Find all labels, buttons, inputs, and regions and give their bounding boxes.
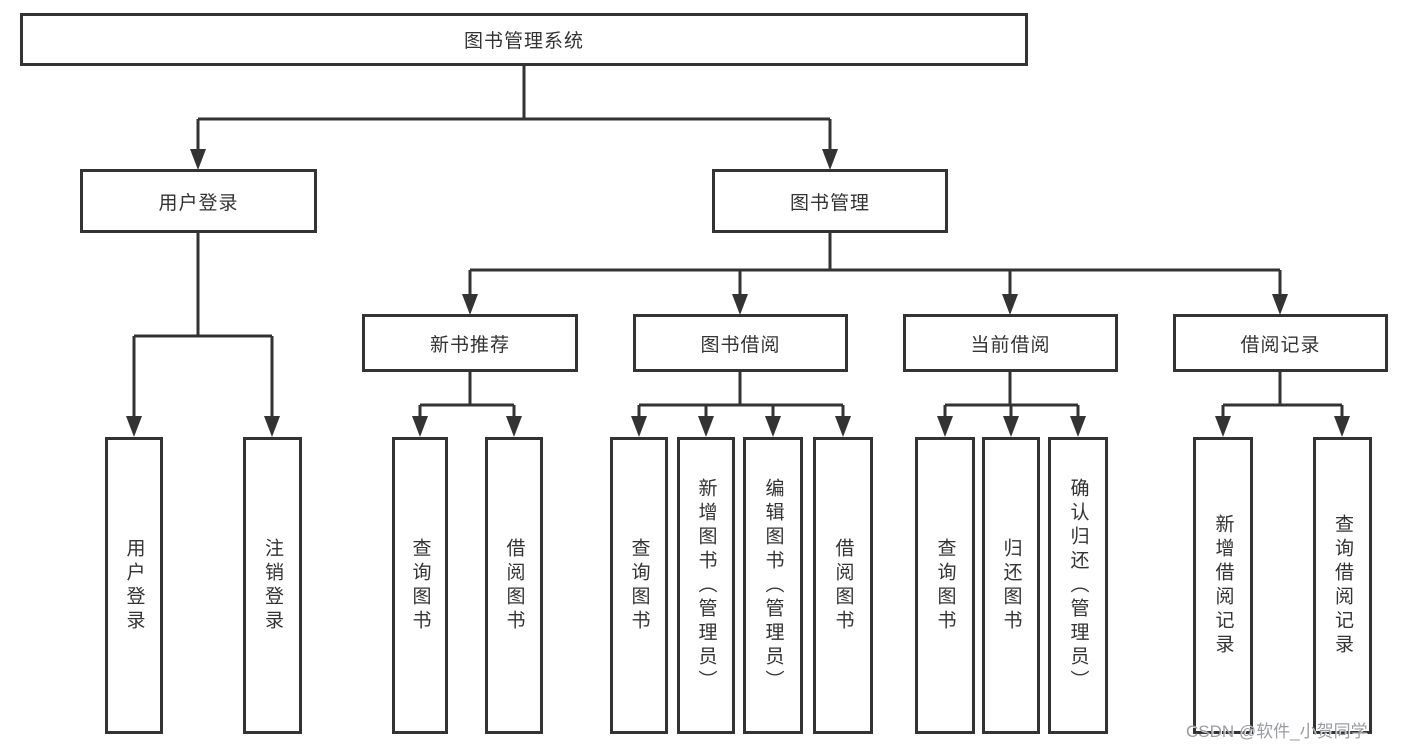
node-leaf-return-books: 归还图书 [982, 437, 1040, 734]
arrowhead-icon [732, 294, 748, 315]
arrowhead-icon [412, 416, 428, 437]
arrowhead-icon [190, 149, 206, 170]
node-leaf-confirm-return-admin: 确认归还（管理员） [1048, 437, 1108, 734]
node-book-management: 图书管理 [712, 169, 948, 233]
arrowhead-icon [1334, 416, 1350, 437]
arrowhead-icon [765, 416, 781, 437]
arrowhead-icon [1003, 416, 1019, 437]
node-leaf-borrow-books: 借阅图书 [813, 437, 873, 734]
node-user-login: 用户登录 [80, 169, 317, 233]
arrowhead-icon [631, 416, 647, 437]
arrowhead-icon [835, 416, 851, 437]
node-leaf-query-books-borrow: 查询图书 [610, 437, 668, 734]
arrowhead-icon [698, 416, 714, 437]
node-book-borrow: 图书借阅 [633, 314, 848, 372]
arrowhead-icon [822, 149, 838, 170]
arrowhead-icon [462, 294, 478, 315]
node-root-system: 图书管理系统 [20, 13, 1028, 66]
node-leaf-borrow-books-recommend: 借阅图书 [485, 437, 543, 734]
node-borrow-records: 借阅记录 [1173, 314, 1388, 372]
node-leaf-add-borrow-record: 新增借阅记录 [1193, 437, 1253, 734]
node-leaf-logout: 注销登录 [243, 437, 302, 734]
node-leaf-add-books-admin: 新增图书（管理员） [677, 437, 735, 734]
node-new-book-recommend: 新书推荐 [362, 314, 578, 372]
arrowhead-icon [1272, 294, 1288, 315]
arrowhead-icon [1070, 416, 1086, 437]
node-current-borrow: 当前借阅 [903, 314, 1118, 372]
arrowhead-icon [506, 416, 522, 437]
arrowhead-icon [937, 416, 953, 437]
arrowhead-icon [1215, 416, 1231, 437]
node-leaf-user-login: 用户登录 [105, 437, 163, 734]
arrowhead-icon [126, 416, 142, 437]
node-leaf-query-books-recommend: 查询图书 [392, 437, 448, 734]
node-leaf-edit-books-admin: 编辑图书（管理员） [743, 437, 803, 734]
arrowhead-icon [264, 416, 280, 437]
csdn-watermark: CSDN @软件_小贺同学 [1186, 722, 1368, 741]
node-leaf-query-borrow-record: 查询借阅记录 [1313, 437, 1372, 734]
node-leaf-query-books-current: 查询图书 [915, 437, 975, 734]
arrowhead-icon [1002, 294, 1018, 315]
